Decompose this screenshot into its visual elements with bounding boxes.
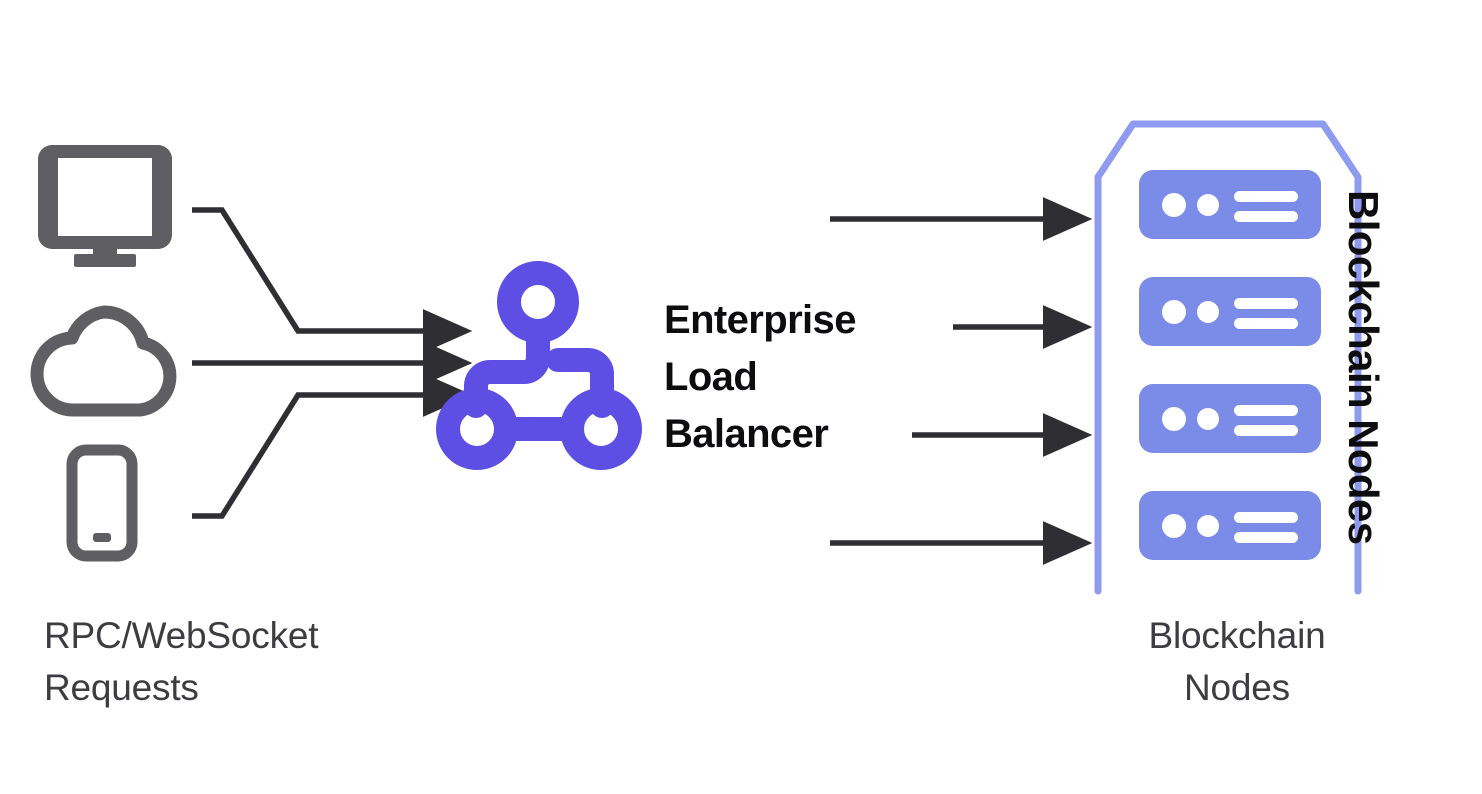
clients-label: RPC/WebSocket Requests (44, 615, 319, 708)
desktop-monitor-icon (38, 145, 172, 267)
server-unit-1-dot-2 (1197, 194, 1219, 216)
ingress-arrow-mobile (192, 373, 473, 519)
lb-node-bottom-left (436, 388, 518, 470)
mobile-phone-icon (66, 444, 138, 562)
lb-path-left (464, 320, 550, 418)
server-unit-1 (1139, 170, 1321, 239)
server-unit-2-bar-1 (1234, 298, 1298, 309)
lb-path-right (546, 348, 614, 418)
server-unit-2 (1139, 277, 1321, 346)
rack-outline (1094, 120, 1362, 595)
server-unit-1-dot-1 (1162, 193, 1186, 217)
server-unit-3-bar-2 (1234, 425, 1298, 436)
blockchain-nodes-label: Blockchain Nodes (1148, 615, 1326, 708)
server-unit-4-dot-2 (1197, 515, 1219, 537)
server-unit-3-bar-1 (1234, 405, 1298, 416)
ingress-arrow-desktop (192, 207, 473, 353)
server-unit-2-bar-2 (1234, 318, 1298, 329)
server-unit-3 (1139, 384, 1321, 453)
lb-node-bottom-right (560, 388, 642, 470)
blockchain-nodes-side-label: Blockchain Nodes (1340, 190, 1387, 545)
cloud-icon (30, 305, 177, 417)
server-unit-1-bar-2 (1234, 211, 1298, 222)
server-unit-4-bar-1 (1234, 512, 1298, 523)
server-unit-2-dot-1 (1162, 300, 1186, 324)
server-unit-2-dot-2 (1197, 301, 1219, 323)
server-unit-4-dot-1 (1162, 514, 1186, 538)
server-unit-4-bar-2 (1234, 532, 1298, 543)
server-unit-3-dot-2 (1197, 408, 1219, 430)
server-unit-1-bar-1 (1234, 191, 1298, 202)
server-unit-4 (1139, 491, 1321, 560)
lb-node-top (497, 261, 579, 343)
server-unit-3-dot-1 (1162, 407, 1186, 431)
load-balancer-label: Enterprise Load Balancer (664, 298, 856, 456)
